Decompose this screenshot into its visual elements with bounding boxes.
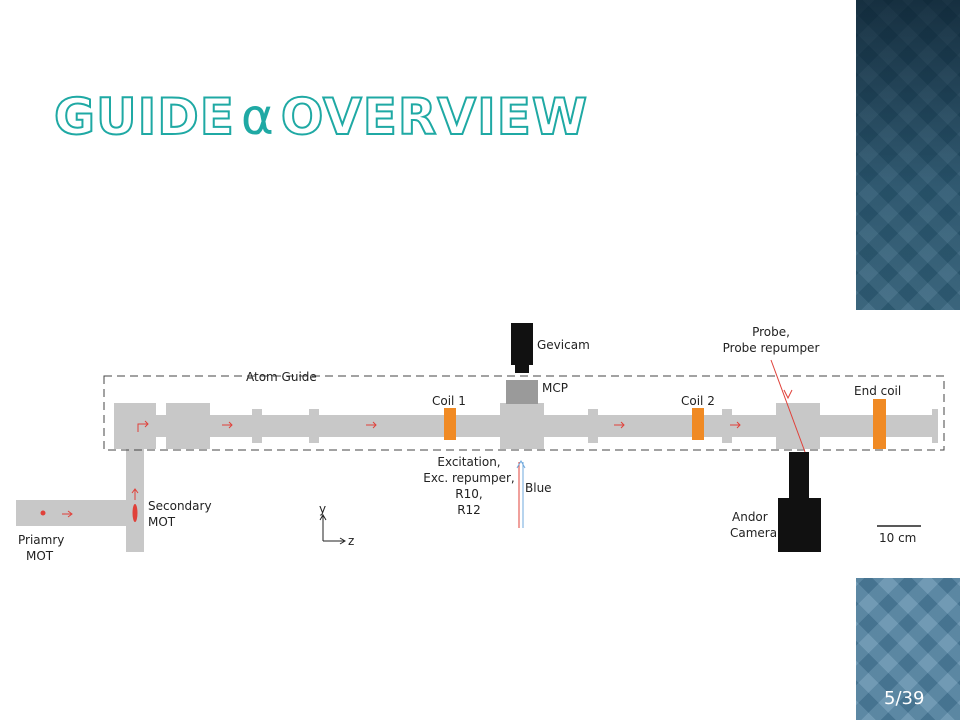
label-primary-2: MOT: [26, 549, 54, 563]
label-andor-2: Camera: [730, 526, 777, 540]
title-word-overview: OVERVIEW: [280, 87, 588, 147]
flange-4: [722, 409, 732, 443]
label-secondary-1: Secondary: [148, 499, 212, 513]
label-andor-1: Andor: [732, 510, 768, 524]
end-coil: [873, 399, 886, 449]
label-excitation-1: Excitation,: [437, 455, 500, 469]
chamber-2: [166, 403, 210, 449]
label-coil-2: Coil 2: [681, 394, 715, 408]
gevicam-lens: [515, 363, 529, 373]
primary-tube: [16, 500, 144, 526]
label-probe-2: Probe repumper: [723, 341, 820, 355]
axis-indicator: [319, 514, 346, 545]
label-axis-z: z: [348, 534, 354, 548]
andor-lens: [789, 452, 809, 500]
label-mcp: MCP: [542, 381, 568, 395]
label-secondary-2: MOT: [148, 515, 176, 529]
label-axis-y: y: [319, 502, 326, 516]
end-flange: [932, 409, 938, 443]
label-atom-guide: Atom Guide: [246, 370, 317, 384]
gevicam-camera: [511, 323, 533, 365]
sidebar-decoration-top: [856, 0, 960, 310]
label-blue: Blue: [525, 481, 552, 495]
probe-beam: [770, 359, 806, 453]
probe-arrow: [783, 389, 793, 400]
atom-guide-box: [103, 375, 945, 451]
beam-arrow: [516, 459, 526, 469]
andor-camera: [778, 498, 821, 552]
flange-3: [588, 409, 598, 443]
label-excitation-4: R12: [457, 503, 481, 517]
secondary-chamber: [114, 403, 156, 449]
flange-1: [252, 409, 262, 443]
label-primary-1: Priamry: [18, 533, 64, 547]
atom-flow-arrows: [62, 420, 741, 518]
label-excitation-3: R10,: [455, 487, 482, 501]
primary-mot-atoms: [40, 510, 46, 516]
secondary-mot-atoms: [132, 504, 138, 522]
detection-chamber: [500, 403, 544, 449]
label-scale: 10 cm: [879, 531, 916, 545]
label-gevicam: Gevicam: [537, 338, 590, 352]
label-coil-1: Coil 1: [432, 394, 466, 408]
sidebar-decoration-bottom: [856, 578, 960, 720]
mcp-detector: [506, 380, 538, 404]
title-alpha-symbol: α: [240, 88, 275, 146]
label-end-coil: End coil: [854, 384, 901, 398]
label-probe-1: Probe,: [752, 325, 790, 339]
coil-2: [692, 408, 704, 440]
coil-1: [444, 408, 456, 440]
page-number: 5/39: [884, 688, 925, 709]
title-word-guide: GUIDE: [53, 87, 235, 147]
imaging-chamber: [776, 403, 820, 449]
flange-2: [309, 409, 319, 443]
label-excitation-2: Exc. repumper,: [423, 471, 514, 485]
